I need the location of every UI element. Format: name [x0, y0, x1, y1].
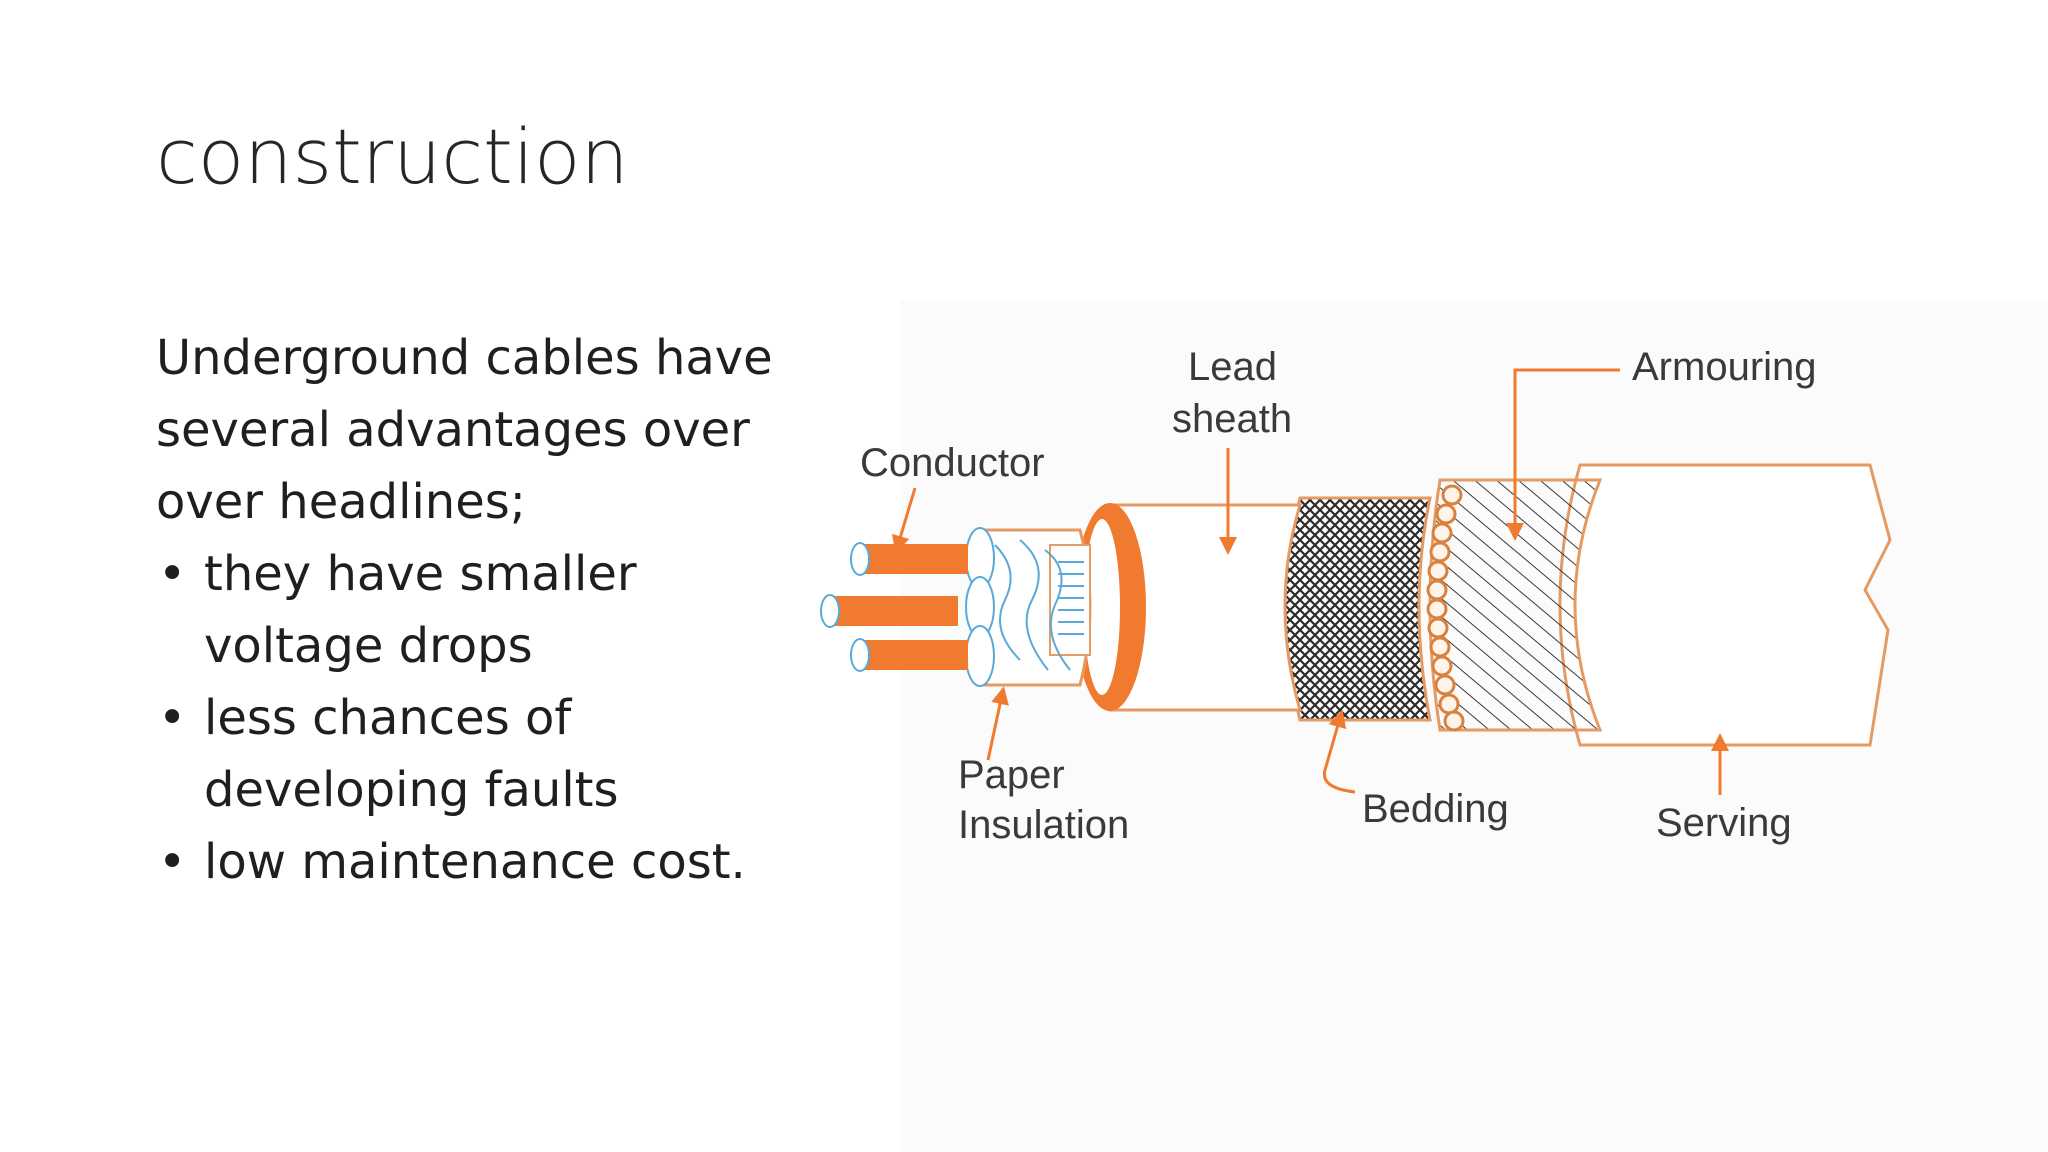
paper-insulation-leader	[986, 686, 1009, 761]
label-lead: Lead	[1188, 345, 1277, 389]
label-armouring: Armouring	[1632, 345, 1817, 389]
body-text: Underground cables have several advantag…	[156, 322, 796, 898]
slide-title: construction	[156, 112, 629, 201]
label-bedding: Bedding	[1362, 787, 1509, 831]
conductors	[820, 542, 968, 672]
bullet-item: • they have smaller voltage drops	[156, 538, 796, 682]
armour-wire-beads	[1426, 484, 1465, 732]
bullet-dot: •	[158, 834, 187, 890]
label-sheath: sheath	[1172, 397, 1292, 441]
conductor-leader	[891, 487, 917, 554]
intro-paragraph: Underground cables have several advantag…	[156, 330, 773, 530]
bullet-item: • low maintenance cost.	[156, 826, 796, 898]
label-insulation: Insulation	[958, 803, 1129, 847]
lead-sheath-inner	[1084, 519, 1120, 695]
bullet-text: low maintenance cost.	[204, 834, 746, 890]
bedding-leader	[1322, 709, 1356, 794]
serving-layer	[1558, 463, 1892, 747]
lead-sheath-layer	[1108, 503, 1303, 712]
bullet-item: • less chances of developing faults	[156, 682, 796, 826]
leader-lines	[891, 368, 1729, 795]
bedding-layer	[1283, 496, 1432, 722]
bullet-dot: •	[158, 546, 187, 602]
bullet-dot: •	[158, 690, 187, 746]
armouring-leader	[1506, 368, 1620, 541]
bullet-text: less chances of developing faults	[204, 690, 619, 818]
label-conductor: Conductor	[860, 441, 1045, 485]
bullet-list: • they have smaller voltage drops • less…	[156, 538, 796, 898]
label-paper: Paper	[958, 753, 1065, 797]
cable-diagram: Lead sheath Armouring Conductor Paper In…	[820, 345, 1892, 847]
label-serving: Serving	[1656, 801, 1792, 845]
paper-insulation-bundle	[965, 527, 1092, 687]
bullet-text: they have smaller voltage drops	[204, 546, 637, 674]
